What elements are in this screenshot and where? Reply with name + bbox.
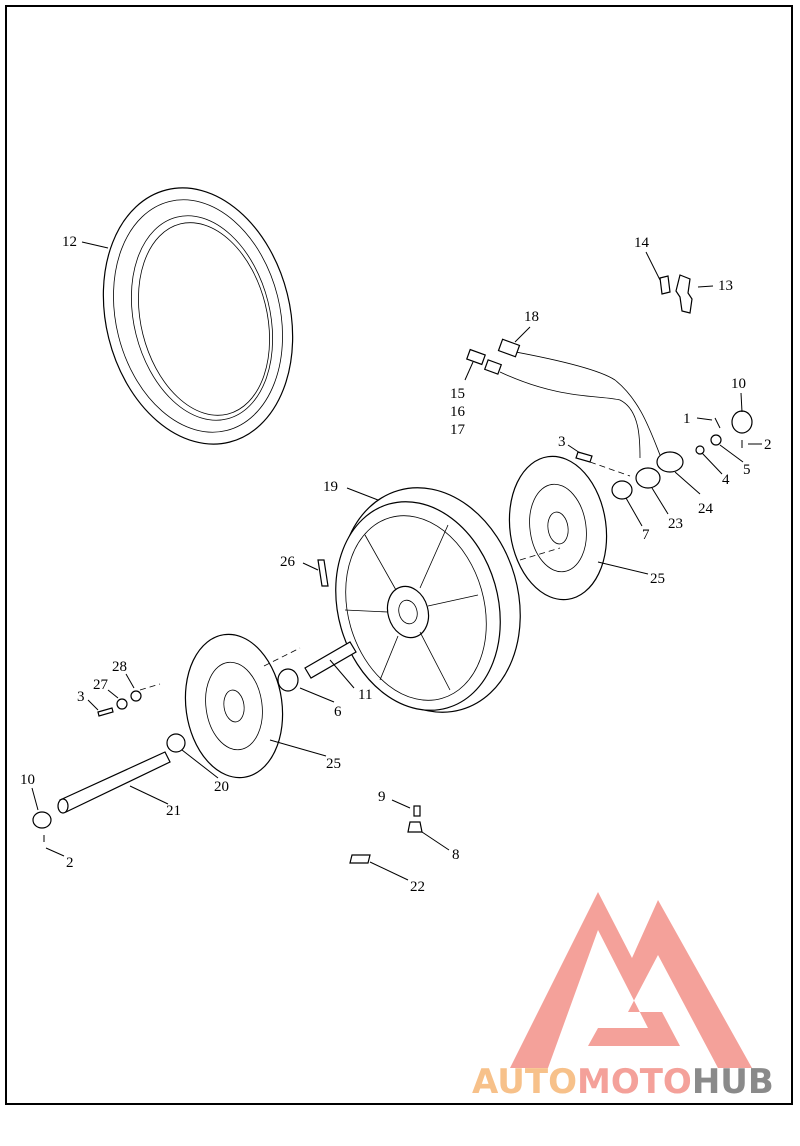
- callout-1: 1: [683, 411, 691, 427]
- callout-28: 28: [112, 659, 127, 675]
- callout-16: 16: [450, 404, 466, 420]
- leader-lines: [31, 241, 762, 881]
- callout-12: 12: [62, 234, 77, 250]
- watermark-part3: HUB: [692, 1062, 774, 1102]
- callout-4: 4: [722, 472, 730, 488]
- assembly-centerlines: [139, 461, 631, 691]
- speed-sensor-harness: [466, 338, 684, 489]
- callout-27: 27: [93, 677, 109, 693]
- callout-24: 24: [698, 501, 714, 517]
- front-axle: [32, 690, 186, 842]
- callout-8: 8: [452, 847, 460, 863]
- callout-13: 13: [718, 278, 733, 294]
- tire: [102, 187, 294, 445]
- watermark-part2: MOTO: [577, 1062, 692, 1102]
- callout-3-left: 3: [77, 689, 85, 705]
- callout-22: 22: [410, 879, 425, 895]
- callout-15: 15: [450, 386, 465, 402]
- callout-19: 19: [323, 479, 338, 495]
- callout-21: 21: [166, 803, 181, 819]
- brake-rotor-right: [508, 455, 608, 601]
- callout-25-left: 25: [326, 756, 341, 772]
- axle-spacer: [277, 641, 357, 692]
- callout-5: 5: [743, 462, 751, 478]
- callout-26: 26: [280, 554, 296, 570]
- watermark-logo: AUTOMOTOHUB: [472, 892, 774, 1102]
- brake-rotor-left: [184, 633, 284, 779]
- diagram-frame: [5, 5, 793, 1105]
- callout-18: 18: [524, 309, 539, 325]
- callout-10: 10: [731, 376, 746, 392]
- sensor-bracket: [659, 274, 693, 314]
- callout-3: 3: [558, 434, 566, 450]
- callout-2: 2: [764, 437, 772, 453]
- callout-23: 23: [668, 516, 683, 532]
- callout-2-left: 2: [66, 855, 74, 871]
- callout-14: 14: [634, 235, 650, 251]
- svg-text:AUTOMOTOHUB: AUTOMOTOHUB: [472, 1062, 774, 1102]
- callout-labels: 12 14 13 18 15 16 17 10 1 2 5 4 3 24 23 …: [20, 234, 772, 895]
- valve-stem: [317, 559, 423, 864]
- callout-9: 9: [378, 789, 386, 805]
- callout-17: 17: [450, 422, 466, 438]
- callout-7: 7: [642, 527, 650, 543]
- right-hardware: [575, 410, 753, 500]
- cast-wheel: [335, 487, 521, 713]
- callout-10-left: 10: [20, 772, 35, 788]
- callout-11: 11: [358, 687, 372, 703]
- callout-25-right: 25: [650, 571, 665, 587]
- callout-20: 20: [214, 779, 229, 795]
- callout-6: 6: [334, 704, 342, 720]
- watermark-part1: AUTO: [472, 1062, 577, 1102]
